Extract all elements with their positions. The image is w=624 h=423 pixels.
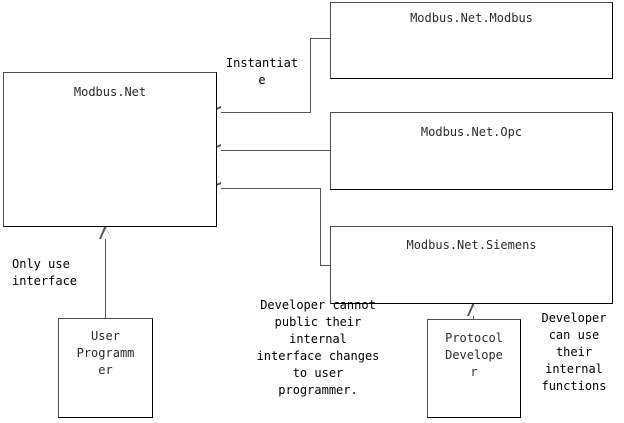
node-protocol-developer[interactable]: Protocol Develope r bbox=[427, 319, 521, 418]
node-modbus-net[interactable]: Modbus.Net bbox=[3, 72, 217, 227]
connector-protocol-developer-vertical bbox=[473, 315, 474, 320]
connector-opc-horizontal bbox=[220, 150, 331, 151]
edge-label-instantiate: Instantiat e bbox=[225, 56, 299, 87]
node-modbus-net-opc[interactable]: Modbus.Net.Opc bbox=[330, 112, 613, 190]
connector-siemens-horizontal-bottom bbox=[320, 265, 331, 266]
generalization-arrowhead-protocol-developer-icon bbox=[467, 302, 480, 316]
connector-modbus-horizontal-top bbox=[310, 38, 331, 39]
note-developer-can: Developer can use their internal functio… bbox=[541, 311, 607, 393]
node-modbus-net-opc-label: Modbus.Net.Opc bbox=[420, 125, 523, 139]
connector-user-programmer-vertical bbox=[105, 238, 106, 319]
node-modbus-net-modbus-label: Modbus.Net.Modbus bbox=[410, 11, 533, 25]
note-developer-cannot: Developer cannot public their internal i… bbox=[256, 298, 380, 397]
node-modbus-net-siemens[interactable]: Modbus.Net.Siemens bbox=[330, 226, 613, 304]
edge-label-only-use-interface: Only use interface bbox=[12, 257, 78, 288]
connector-siemens-vertical bbox=[320, 188, 321, 266]
node-user-programmer[interactable]: User Programm er bbox=[58, 318, 153, 418]
generalization-arrowhead-user-programmer-icon bbox=[99, 225, 112, 239]
connector-modbus-horizontal-bottom bbox=[220, 112, 311, 113]
node-modbus-net-label: Modbus.Net bbox=[73, 85, 147, 99]
node-modbus-net-modbus[interactable]: Modbus.Net.Modbus bbox=[330, 2, 613, 79]
node-modbus-net-siemens-label: Modbus.Net.Siemens bbox=[406, 238, 537, 252]
node-user-programmer-label: User Programm er bbox=[76, 329, 135, 377]
node-protocol-developer-label: Protocol Develope r bbox=[445, 331, 503, 379]
connector-siemens-horizontal-top bbox=[220, 188, 321, 189]
connector-modbus-vertical bbox=[310, 38, 311, 113]
